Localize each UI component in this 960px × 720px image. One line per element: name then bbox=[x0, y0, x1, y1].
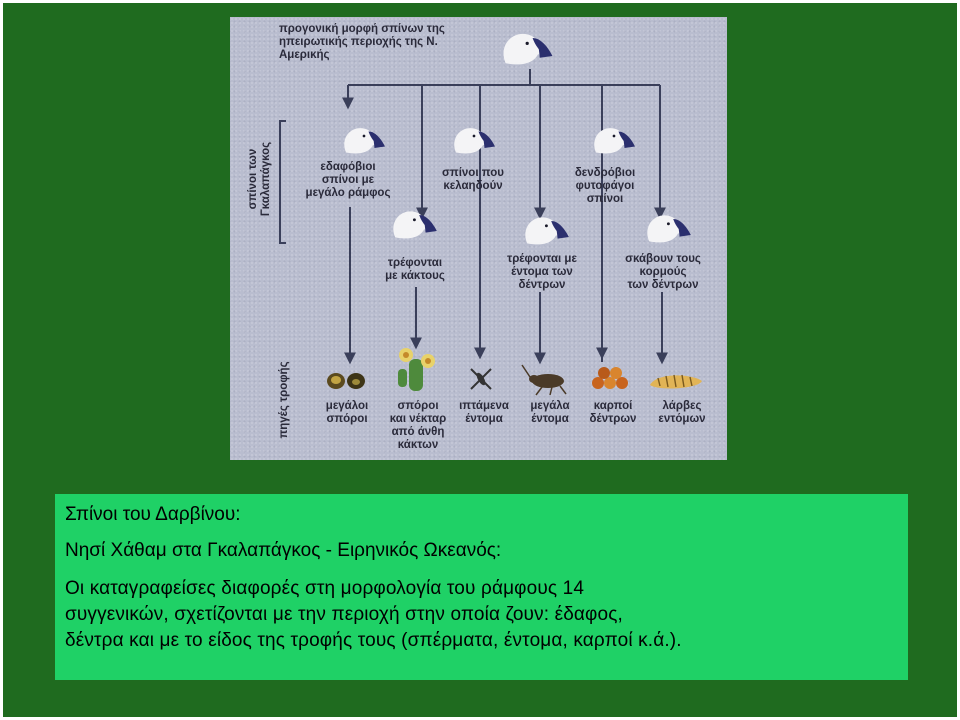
text-box-body: Οι καταγραφείσες διαφορές στη μορφολογία… bbox=[65, 576, 898, 654]
diagram-lines bbox=[279, 33, 702, 396]
text-box-subtitle: Νησί Χάθαμ στα Γκαλαπάγκος - Ειρηνικός Ω… bbox=[65, 540, 502, 561]
text-box-body-line: συγγενικών, σχετίζονται με την περιοχή σ… bbox=[65, 604, 623, 625]
ancestor-finch-head bbox=[503, 33, 553, 65]
food-sources-label: πηγές τροφής bbox=[278, 361, 290, 439]
food-cactus-label: σπόροι και νέκταρ από άνθη κάκτων bbox=[389, 400, 447, 451]
food-larvae-label: λάρβες εντόμων bbox=[658, 400, 706, 425]
food-flying-insects-label: ιπτάμενα έντομα bbox=[459, 400, 509, 425]
text-box-title: Σπίνοι του Δαρβίνου: bbox=[65, 504, 241, 525]
finch-head-ground bbox=[344, 128, 385, 154]
ancestor-label: προγονική μορφή σπίνων της ηπειρωτικής π… bbox=[279, 23, 445, 61]
finch-type-tree-label: δενδρόβιοι φυτοφάγοι σπίνοι bbox=[574, 167, 636, 205]
large-insect-icon bbox=[521, 364, 567, 396]
finch-type-woodpecker-label: σκάβουν τους κορμούς των δέντρων bbox=[625, 253, 701, 291]
text-box-body-line: Οι καταγραφείσες διαφορές στη μορφολογία… bbox=[65, 578, 585, 599]
finch-type-insectivore-label: τρέφονται με έντομα των δέντρων bbox=[507, 253, 577, 291]
finch-head-tree bbox=[594, 128, 635, 154]
flying-insect-icon bbox=[470, 368, 492, 390]
text-box-body-line: δέντρα και με το είδος της τροφής τους (… bbox=[65, 630, 682, 651]
food-large-seeds-label: μεγάλοι σπόροι bbox=[325, 400, 369, 425]
large-seeds-icon bbox=[327, 373, 365, 389]
food-tree-fruits-label: καρποί δέντρων bbox=[589, 400, 637, 425]
tree-fruits-icon bbox=[592, 367, 628, 389]
finch-head-woodpecker bbox=[647, 215, 691, 243]
galapagos-group-label: σπίνοι των Γκαλαπάγκος bbox=[247, 141, 272, 217]
finch-head-warbler bbox=[454, 128, 495, 154]
finch-type-warbler-label: σπίνοι που κελαηδούν bbox=[442, 167, 504, 192]
insect-larvae-icon bbox=[650, 374, 702, 389]
galapagos-bracket bbox=[279, 120, 286, 244]
finch-evolution-diagram: προγονική μορφή σπίνων της ηπειρωτικής π… bbox=[230, 17, 727, 460]
food-large-insects-label: μεγάλα έντομα bbox=[530, 400, 570, 425]
description-text-box: Σπίνοι του Δαρβίνου: Νησί Χάθαμ στα Γκαλ… bbox=[55, 494, 908, 680]
finch-head-insectivore bbox=[525, 217, 569, 245]
cactus-flower-icon bbox=[398, 348, 435, 391]
finch-type-ground-label: εδαφόβιοι σπίνοι με μεγάλο ράμφος bbox=[305, 161, 391, 199]
finch-head-cactus bbox=[393, 211, 437, 239]
finch-type-cactus-label: τρέφονται με κάκτους bbox=[385, 257, 445, 282]
